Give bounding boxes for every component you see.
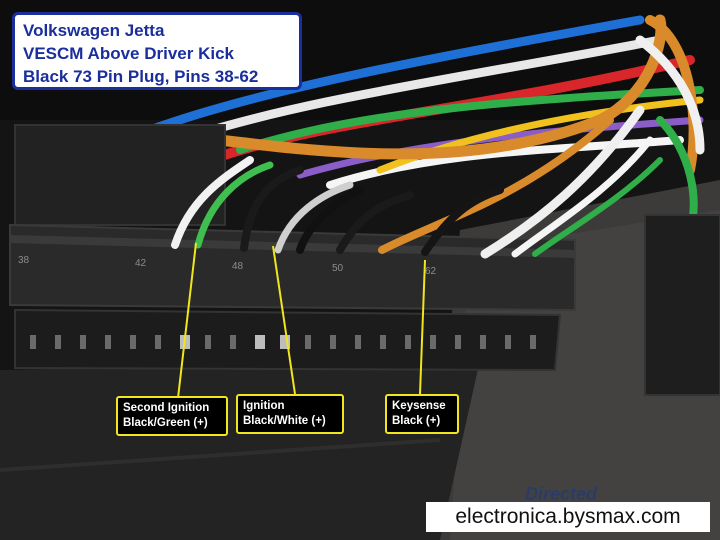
pin-number-62: 62 (425, 266, 437, 277)
callout-keysense-name: Keysense (392, 400, 446, 412)
title-box: Volkswagen Jetta VESCM Above Driver Kick… (12, 12, 302, 90)
svg-text:Directed: Directed (525, 484, 598, 504)
callout-ignition: Ignition Black/White (+) (236, 394, 344, 434)
callout-second-ignition-wire: Black/Green (+) (123, 417, 208, 429)
callout-keysense: Keysense Black (+) (385, 394, 459, 434)
title-vehicle: Volkswagen Jetta (23, 21, 165, 40)
title-plug-pins: Black 73 Pin Plug, Pins 38-62 (23, 67, 259, 86)
callout-ignition-wire: Black/White (+) (243, 415, 326, 427)
callout-ignition-name: Ignition (243, 400, 285, 412)
callout-second-ignition-name: Second Ignition (123, 402, 210, 414)
leader-line-second-ignition (177, 242, 197, 399)
leader-line-keysense (419, 259, 426, 395)
watermark: electronica.bysmax.com (426, 502, 710, 532)
callout-keysense-wire: Black (+) (392, 415, 441, 427)
callout-second-ignition: Second Ignition Black/Green (+) (116, 396, 228, 436)
leader-line-ignition (272, 245, 296, 395)
pin-number-50: 50 (332, 263, 344, 274)
pin-number-42: 42 (135, 258, 147, 269)
pin-number-38: 38 (18, 255, 30, 266)
pin-number-48: 48 (232, 261, 244, 272)
title-module-location: VESCM Above Driver Kick (23, 44, 234, 63)
